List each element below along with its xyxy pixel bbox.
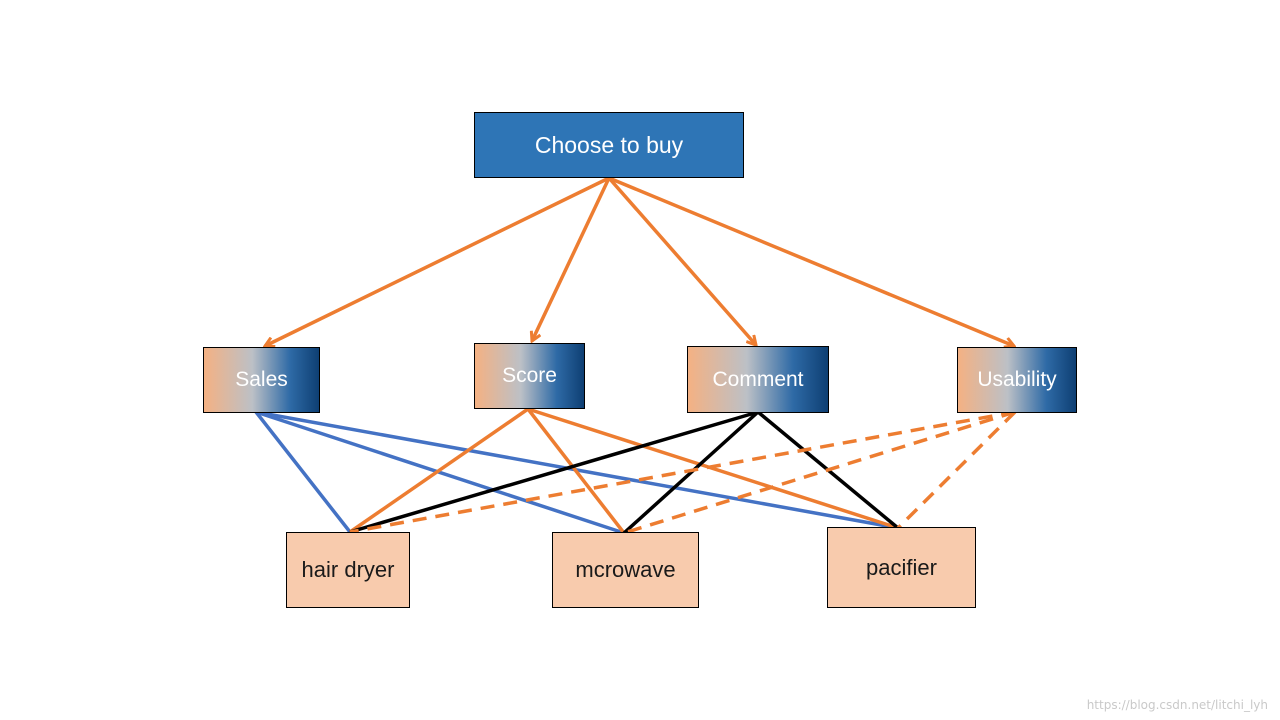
alternative-mcrowave: mcrowave <box>552 532 699 608</box>
arrow-to-score <box>532 177 611 341</box>
usability-links <box>349 410 1017 535</box>
link-score-pacifier <box>527 407 899 530</box>
link-comment-hair-dryer <box>349 410 759 534</box>
arrow-to-comment <box>607 176 756 345</box>
criterion-comment: Comment <box>687 346 829 413</box>
link-score-mcrowave <box>526 407 626 535</box>
alternative-label: pacifier <box>866 554 937 580</box>
link-comment-mcrowave <box>622 410 760 535</box>
criterion-label: Sales <box>235 368 288 391</box>
alternative-hair-dryer: hair dryer <box>286 532 410 608</box>
criterion-score: Score <box>474 343 585 409</box>
link-usability-hair-dryer <box>349 410 1016 534</box>
criterion-label: Usability <box>977 368 1057 391</box>
link-sales-hair-dryer <box>254 410 352 534</box>
goal-box: Choose to buy <box>474 112 744 178</box>
criterion-usability: Usability <box>957 347 1077 413</box>
arrow-to-usability <box>608 176 1014 346</box>
criterion-label: Comment <box>712 367 804 391</box>
arrow-to-sales <box>265 176 610 346</box>
alternative-label: hair dryer <box>301 557 395 582</box>
link-score-hair-dryer <box>349 407 529 534</box>
goal-label: Choose to buy <box>534 131 684 158</box>
alternative-label: mcrowave <box>575 557 676 582</box>
link-sales-mcrowave <box>255 410 625 535</box>
criterion-label: Score <box>502 364 557 387</box>
goal-arrows <box>265 176 1014 346</box>
watermark: https://blog.csdn.net/litchi_lyh <box>1086 698 1268 712</box>
score-links <box>349 407 899 535</box>
link-usability-pacifier <box>896 410 1017 530</box>
alternative-pacifier: pacifier <box>827 527 976 608</box>
criterion-sales: Sales <box>203 347 320 413</box>
